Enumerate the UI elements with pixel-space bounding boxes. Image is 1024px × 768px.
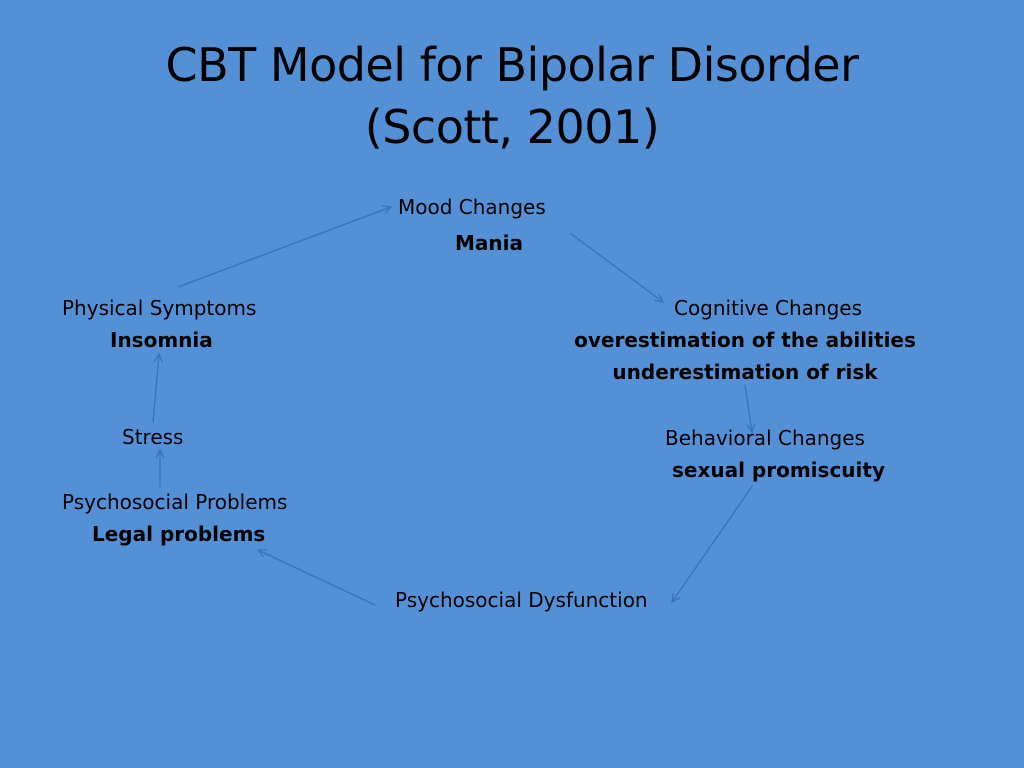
cognitive-detail-1: overestimation of the abilities <box>574 328 916 352</box>
psychosocial-problems-label: Psychosocial Problems <box>62 490 288 514</box>
title-line-1: CBT Model for Bipolar Disorder <box>165 38 859 92</box>
arrow-behavioral-to-dysfunction <box>672 484 754 602</box>
cognitive-detail-2: underestimation of risk <box>612 360 878 384</box>
node-stress: Stress <box>122 421 183 453</box>
behavioral-changes-detail: sexual promiscuity <box>672 458 885 482</box>
arrow-mood-to-cognitive <box>569 232 663 302</box>
arrow-stress-to-physical <box>152 354 159 424</box>
stress-label: Stress <box>122 425 184 449</box>
psychosocial-dysfunction-label: Psychosocial Dysfunction <box>395 588 648 612</box>
mood-changes-label: Mood Changes <box>398 195 546 219</box>
mood-changes-detail: Mania <box>455 231 523 255</box>
physical-symptoms-detail: Insomnia <box>110 328 213 352</box>
title-line-2: (Scott, 2001) <box>364 100 660 154</box>
node-psychosocial-problems: Psychosocial Problems Legal problems <box>62 486 287 550</box>
slide-title: CBT Model for Bipolar Disorder (Scott, 2… <box>0 34 1024 158</box>
node-cognitive-changes: Cognitive Changes overestimation of the … <box>574 292 916 388</box>
arrow-cognitive-to-behavioral <box>744 384 752 432</box>
physical-symptoms-label: Physical Symptoms <box>62 296 257 320</box>
arrow-physical-to-mood <box>177 207 391 288</box>
behavioral-changes-label: Behavioral Changes <box>665 426 865 450</box>
node-behavioral-changes: Behavioral Changes sexual promiscuity <box>665 422 885 486</box>
cognitive-changes-label: Cognitive Changes <box>673 296 863 320</box>
node-psychosocial-dysfunction: Psychosocial Dysfunction <box>395 584 648 616</box>
arrow-dysfunction-to-psychosocial <box>258 550 376 606</box>
node-mood-changes: Mood Changes Mania <box>398 191 546 259</box>
psychosocial-problems-detail: Legal problems <box>92 522 266 546</box>
node-physical-symptoms: Physical Symptoms Insomnia <box>62 292 256 356</box>
